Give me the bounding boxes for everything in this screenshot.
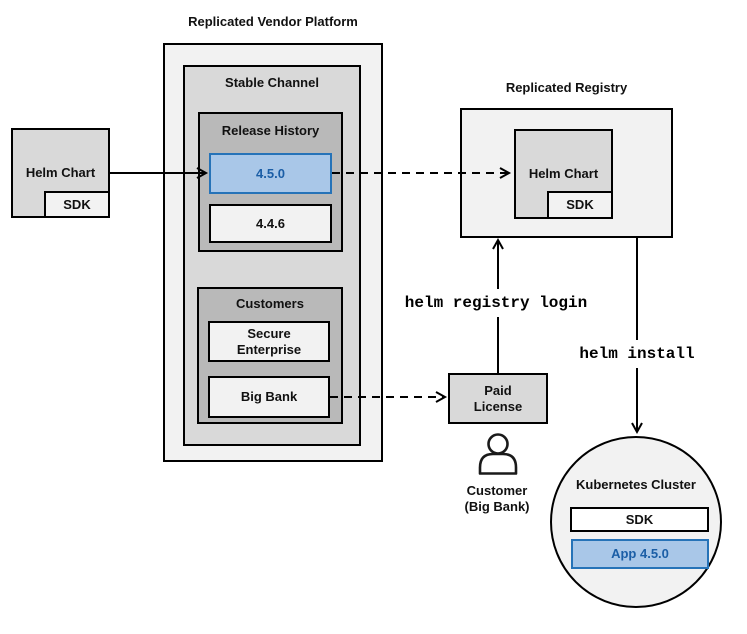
arrowhead-down-icon [631, 422, 643, 435]
source-helm-chart-label: Helm Chart [25, 165, 96, 180]
registry-helm-chart-label: Helm Chart [528, 166, 599, 181]
registry-box: Helm Chart SDK [460, 108, 673, 238]
customer-caption: Customer (Big Bank) [447, 483, 547, 515]
release-item-446: 4.4.6 [209, 204, 332, 243]
customer-item-label: Big Bank [240, 389, 298, 404]
customer-item-label: Secure Enterprise [236, 325, 302, 357]
source-sdk-label: SDK [63, 196, 91, 212]
paid-license-label-line1: Paid [484, 382, 512, 398]
cluster-sdk-label: SDK [625, 511, 654, 527]
source-helm-chart-box: Helm Chart SDK [11, 128, 110, 218]
stable-channel-box: Stable Channel Release History 4.5.0 4.4… [183, 65, 361, 446]
release-version-label: 4.4.6 [256, 215, 285, 231]
platform-title: Replicated Vendor Platform [188, 14, 358, 29]
paid-license-box: Paid License [448, 373, 548, 424]
customer-item-secure-enterprise: Secure Enterprise [208, 321, 330, 362]
command-helm-install: helm install [576, 340, 698, 368]
arrowhead-up-icon [492, 237, 504, 250]
registry-sdk-label: SDK [566, 197, 594, 212]
customer-caption-line2: (Big Bank) [464, 499, 530, 514]
kubernetes-cluster-circle: Kubernetes Cluster SDK App 4.5.0 [550, 436, 722, 608]
stable-channel-title: Stable Channel [225, 75, 319, 90]
source-sdk-box: SDK [44, 191, 110, 218]
paid-license-label-line2: License [473, 398, 523, 414]
customers-title: Customers [236, 296, 304, 311]
customers-box: Customers Secure Enterprise Big Bank [197, 287, 343, 424]
registry-title: Replicated Registry [505, 80, 628, 95]
release-history-box: Release History 4.5.0 4.4.6 [198, 112, 343, 252]
person-outline-icon [478, 433, 518, 475]
command-helm-registry-login: helm registry login [401, 289, 591, 317]
cluster-sdk-box: SDK [570, 507, 709, 532]
platform-box: Stable Channel Release History 4.5.0 4.4… [163, 43, 383, 462]
arrowhead-right-icon [435, 391, 448, 403]
release-history-title: Release History [221, 123, 320, 138]
customer-item-big-bank: Big Bank [208, 376, 330, 418]
customer-caption-line1: Customer [466, 483, 528, 498]
release-version-label: 4.5.0 [256, 165, 285, 181]
cluster-app-box: App 4.5.0 [571, 539, 709, 569]
release-item-450: 4.5.0 [209, 153, 332, 194]
kubernetes-cluster-title: Kubernetes Cluster [576, 477, 696, 492]
registry-helm-chart-box: Helm Chart SDK [514, 129, 613, 219]
registry-sdk-box: SDK [547, 191, 613, 219]
cluster-app-label: App 4.5.0 [611, 546, 669, 561]
